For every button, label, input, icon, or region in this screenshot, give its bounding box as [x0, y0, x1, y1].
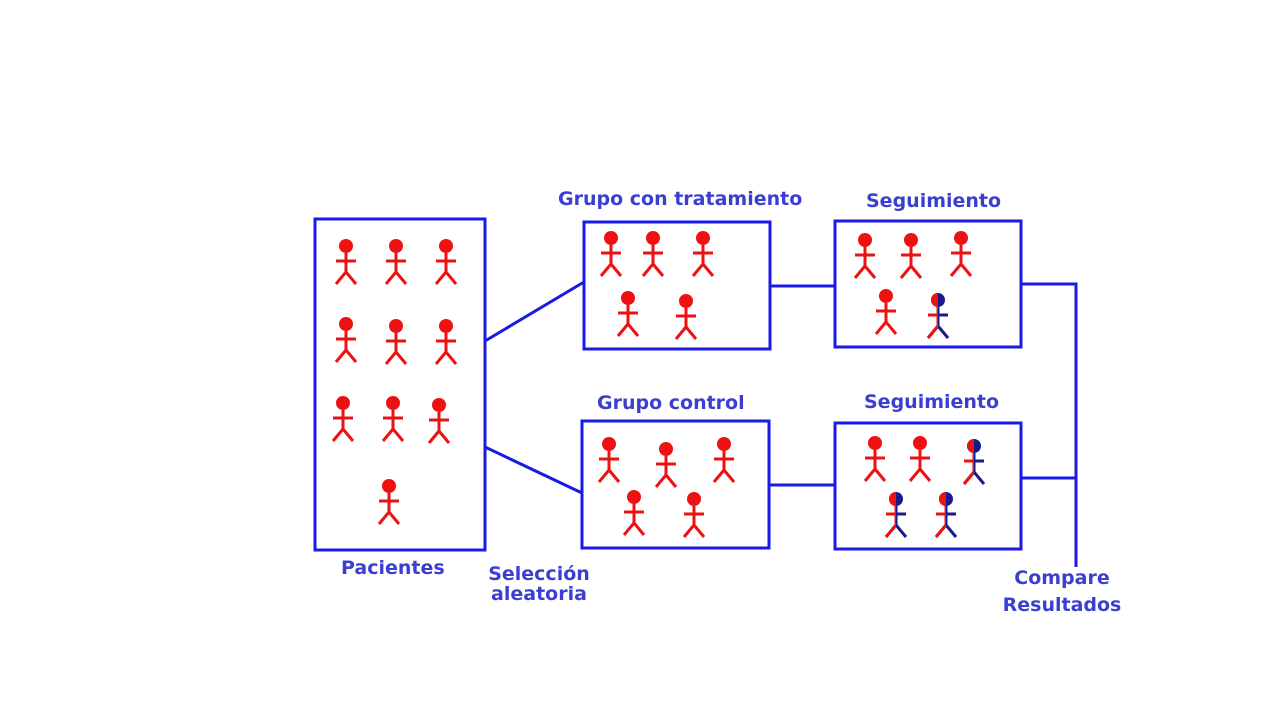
random-selection-line1: Selección — [488, 563, 590, 585]
followup-bottom-label: Seguimiento — [864, 391, 1000, 413]
person-icon-followup-control-1 — [863, 436, 887, 482]
person-icon-patients-1 — [334, 239, 358, 285]
person-icon-patients-6 — [434, 319, 458, 365]
person-icon-treatment-2 — [641, 231, 665, 277]
person-icon-control-3 — [712, 437, 736, 483]
person-icon-patients-7 — [331, 396, 355, 442]
person-icon-control-2 — [654, 442, 678, 488]
person-icon-treatment-5 — [674, 294, 698, 340]
person-icon-followup-treatment-4 — [874, 289, 898, 335]
person-icon-control-1 — [597, 437, 621, 483]
followup-control-box — [833, 421, 1023, 551]
patients-label: Pacientes — [341, 557, 445, 579]
person-affected-icon-followup-control-5 — [934, 492, 958, 538]
person-icon-treatment-4 — [616, 291, 640, 337]
random-selection-line2: aleatoria — [491, 583, 587, 605]
random-selection-label: Selección aleatoria — [480, 564, 598, 604]
person-icon-patients-2 — [384, 239, 408, 285]
control-group-label: Grupo control — [597, 392, 745, 414]
followup-top-label: Seguimiento — [866, 190, 1002, 212]
person-icon-control-5 — [682, 492, 706, 538]
person-icon-patients-10 — [377, 479, 401, 525]
treatment-group-label: Grupo con tratamiento — [558, 188, 803, 210]
compare-results-label: Compare Resultados — [998, 565, 1126, 619]
connector-patients-control — [484, 445, 583, 495]
person-affected-icon-followup-control-4 — [884, 492, 908, 538]
person-icon-followup-treatment-3 — [949, 231, 973, 277]
patients-box — [313, 217, 487, 552]
compare-line1: Compare — [1014, 567, 1110, 589]
person-affected-icon-followup-control-3 — [962, 439, 986, 485]
person-icon-followup-treatment-2 — [899, 233, 923, 279]
compare-line2: Resultados — [1002, 594, 1122, 616]
compare-bracket — [1021, 282, 1078, 567]
person-icon-treatment-1 — [599, 231, 623, 277]
person-icon-followup-control-2 — [908, 436, 932, 482]
person-icon-control-4 — [622, 490, 646, 536]
person-icon-patients-5 — [384, 319, 408, 365]
connector-patients-treatment — [484, 280, 585, 343]
person-icon-patients-3 — [434, 239, 458, 285]
person-icon-patients-8 — [381, 396, 405, 442]
person-icon-followup-treatment-1 — [853, 233, 877, 279]
person-icon-patients-9 — [427, 398, 451, 444]
person-icon-treatment-3 — [691, 231, 715, 277]
person-affected-icon-followup-treatment-5 — [926, 293, 950, 339]
person-icon-patients-4 — [334, 317, 358, 363]
